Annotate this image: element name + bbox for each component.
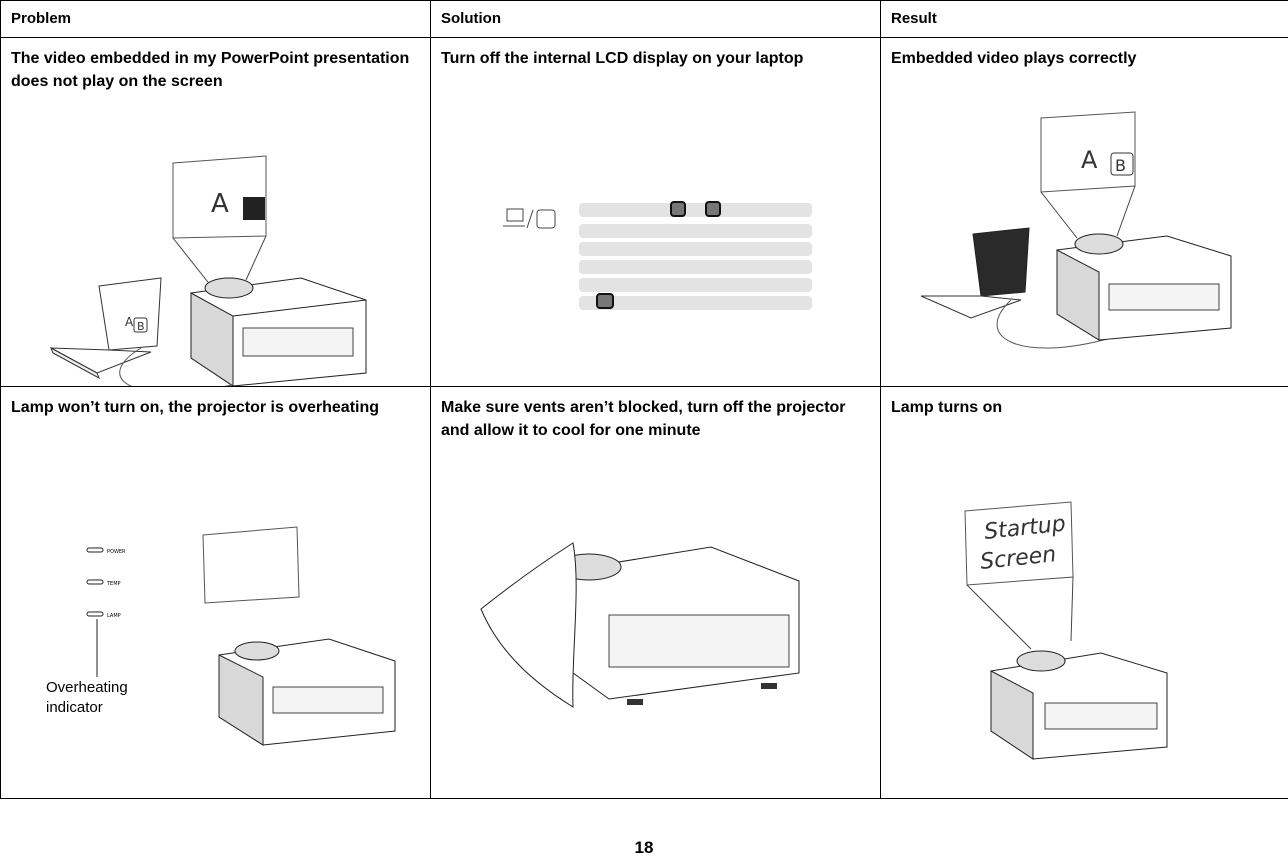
row1-result-cell: Embedded video plays correctly A B: [881, 38, 1288, 387]
troubleshooting-table: Problem Solution Result The video embedd…: [0, 0, 1288, 799]
indicator-leds: POWER TEMP LAMP: [87, 548, 126, 619]
laptop-projector-result-illustration: A B: [881, 38, 1288, 386]
lcd-toggle-icon: [503, 209, 555, 228]
fn-key-highlight-3: [597, 294, 613, 308]
paper-blocking-vent: [481, 543, 576, 707]
laptop-projector-illustration: A A B: [1, 38, 431, 386]
svg-text:TEMP: TEMP: [106, 581, 121, 587]
page-number: 18: [0, 838, 1288, 858]
svg-text:POWER: POWER: [107, 549, 126, 555]
row1-problem-cell: The video embedded in my PowerPoint pres…: [1, 38, 431, 387]
row2-result-cell: Lamp turns on Startup Screen: [881, 387, 1288, 799]
header-solution: Solution: [431, 1, 881, 38]
svg-text:A: A: [125, 315, 134, 329]
svg-text:B: B: [1115, 156, 1126, 175]
overheating-illustration: POWER TEMP LAMP: [1, 387, 431, 798]
row1-solution-cell: Turn off the internal LCD display on you…: [431, 38, 881, 387]
header-problem: Problem: [1, 1, 431, 38]
blank-video-box: [243, 197, 265, 220]
screen-letter-a: A: [211, 189, 229, 219]
fn-key-highlight-2: [706, 202, 720, 216]
fn-key-highlight-1: [671, 202, 685, 216]
keyboard-illustration: [431, 38, 881, 386]
svg-text:A: A: [1081, 146, 1098, 174]
svg-text:LAMP: LAMP: [107, 613, 121, 619]
overheating-indicator-callout: Overheating indicator: [46, 678, 136, 718]
power-led: [87, 548, 103, 552]
svg-text:B: B: [137, 320, 145, 333]
lamp-led: [87, 612, 103, 616]
keyboard-keys: [579, 203, 812, 310]
row2-problem-cell: Lamp won’t turn on, the projector is ove…: [1, 387, 431, 799]
blank-screen: [203, 527, 299, 603]
blocked-vent-illustration: [431, 387, 881, 798]
row2-solution-cell: Make sure vents aren’t blocked, turn off…: [431, 387, 881, 799]
header-result: Result: [881, 1, 1288, 38]
temp-led: [87, 580, 103, 584]
startup-illustration: Startup Screen: [881, 387, 1288, 798]
